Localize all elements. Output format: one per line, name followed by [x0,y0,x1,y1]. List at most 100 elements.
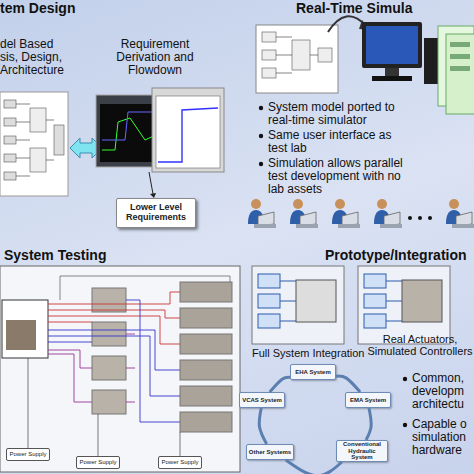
integration-photo [280,281,296,321]
ring-connector [259,408,266,444]
simulator-screenshot [318,48,332,62]
simulator-screenshot [262,68,276,78]
stacked-windows [438,26,474,114]
test-lab-diagram [0,266,240,472]
requirements-box: Lower Level Requirements [116,198,196,228]
bullet-dot [403,377,407,381]
bullet-text: Capable o simulation hardware [412,418,474,458]
ring-connector [286,460,342,474]
test-lab-diagram [48,334,135,402]
engineer-icon [408,216,412,220]
model-diagram [4,154,16,162]
section-note: Requirement Derivation and Flowdown [100,38,210,78]
simulator-screenshot [262,50,276,60]
engineer-icon [418,216,422,220]
integration-photo [296,280,336,322]
stacked-windows [450,42,470,47]
model-diagram [16,104,54,176]
bullet-dot [403,423,407,427]
ring-connector [270,377,290,392]
integration-photo [258,294,280,308]
simulator-screenshot [292,40,310,70]
ring-connector [336,376,360,392]
test-lab-diagram [28,358,180,456]
node-text: Lower Level Requirements [117,203,195,223]
test-lab-diagram [180,360,232,380]
integration-photo [364,274,386,288]
test-lab-diagram [180,308,232,328]
test-lab-diagram [92,322,126,346]
integration-photo [386,281,402,321]
integration-photo [364,314,386,328]
test-lab-diagram [92,390,126,414]
engineer-icon [374,199,402,228]
test-lab-diagram [92,356,126,380]
bullet-text: Simulation allows parallel test developm… [268,157,408,197]
caption-text: Full System Integration [252,347,372,359]
computer-icon [372,76,412,81]
test-lab-diagram [0,266,240,472]
integration-photo [364,294,386,308]
stacked-windows [450,54,470,59]
model-diagram [4,172,16,180]
simulator-screenshot [262,32,276,42]
section-title: System Testing [4,248,204,263]
plot-screenshot [102,118,158,150]
plot-screenshot [152,88,224,172]
model-diagram [54,125,64,155]
integration-photo [358,266,450,344]
test-lab-diagram [48,300,180,422]
section-title: Prototype/Integration [325,248,474,263]
model-diagram [4,118,16,126]
bullet-dot [259,134,263,138]
plot-screenshot [149,172,153,194]
node-text: VCAS System [242,397,282,404]
power-supply-box: Power Supply [158,456,202,469]
test-lab-diagram [2,300,48,358]
ring-connector [366,408,371,440]
node-text: Other Systems [249,449,291,456]
bullet-dot [259,162,263,166]
computer-icon [424,38,438,84]
caption-text: Real Actuators, Simulated Controllers [366,333,474,357]
system-box: EHA System [290,364,336,380]
integration-photo [258,274,280,288]
integration-photo [402,280,442,322]
bullet-text: Same user interface as test lab [268,129,408,155]
engineer-icon [248,199,276,228]
model-diagram [4,136,16,144]
integration-photo [252,266,450,344]
system-box: EMA System [345,392,391,408]
engineer-icon [446,199,474,228]
stacked-windows [450,66,470,71]
computer-icon [362,22,438,84]
power-supply-box: Power Supply [6,448,50,461]
model-diagram [30,108,46,132]
test-lab-diagram [180,282,232,302]
test-lab-diagram [180,412,232,432]
node-text: Power Supply [79,459,116,466]
node-text: EMA System [350,397,386,404]
plot-screenshot [96,88,224,198]
plot-screenshot [100,104,160,162]
engineer-icon [332,199,360,228]
integration-photo [258,314,280,328]
bullet-text: Common, developm architectu [412,372,474,412]
simulator-screenshot [328,16,366,32]
simulator-screenshot [276,37,318,73]
test-lab-diagram [6,320,36,350]
model-diagram [4,100,16,108]
test-lab-diagram [180,334,232,354]
node-text: Power Supply [9,451,46,458]
bullet-text: System model ported to real-time simulat… [268,101,408,127]
test-lab-diagram [180,386,232,406]
model-diagram [30,148,46,172]
model-diagram [0,92,68,196]
simulator-screenshot [256,25,338,93]
system-box: Conventional Hydraulic System [336,440,388,462]
plot-screenshot [102,112,158,140]
system-box: Other Systems [246,444,294,460]
plot-screenshot [156,96,220,168]
